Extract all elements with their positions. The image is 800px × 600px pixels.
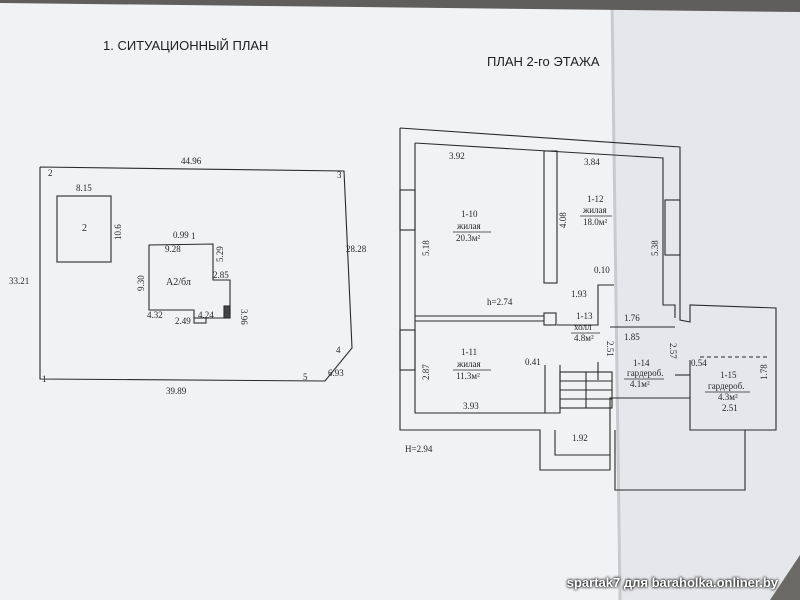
svg-text:гардероб.: гардероб. (708, 381, 744, 391)
page-fold (610, 0, 622, 600)
dim-right: 28.28 (346, 244, 367, 254)
dim-b-bm: 2.49 (175, 316, 191, 326)
dim-b-r1: 5.29 (215, 246, 225, 262)
floor-plan-labels: 3.92 3.84 4.08 5.18 5.38 0.10 1.93 h=2.7… (405, 151, 769, 454)
svg-text:холл: холл (574, 322, 592, 332)
dim-b-left: 9.30 (136, 275, 146, 291)
svg-text:4.8м²: 4.8м² (574, 333, 594, 343)
dim-041: 0.41 (525, 357, 541, 367)
site-plan-title: 1. СИТУАЦИОННЫЙ ПЛАН (103, 38, 268, 53)
dim-393: 3.93 (463, 401, 479, 411)
room-1-12: 1-12 жилая 18.0м² (580, 194, 612, 227)
hall-wall (557, 284, 614, 326)
corner-1: 1 (42, 374, 47, 384)
small-building (56, 195, 112, 263)
dim-010: 0.10 (594, 265, 610, 275)
dim-b-bl: 4.32 (147, 310, 163, 320)
dim-384: 3.84 (584, 157, 600, 167)
dim-chamfer: 6.93 (328, 368, 344, 378)
dim-b-r2: 2.85 (213, 270, 229, 280)
dim-287: 2.87 (421, 364, 431, 380)
porch-hatch (223, 305, 231, 319)
corner-2: 2 (48, 168, 53, 178)
dim-251: 2.51 (605, 341, 615, 357)
floor-plan (399, 127, 777, 491)
dim-408: 4.08 (558, 212, 568, 228)
site-boundary (39, 166, 353, 382)
svg-text:1-14: 1-14 (633, 358, 650, 368)
dim-top: 44.96 (181, 156, 202, 166)
dim-b-r3: 3.96 (239, 309, 249, 325)
dim-b-a: 0.99 (173, 230, 189, 240)
dim-178: 1.78 (759, 364, 769, 380)
room-1-10: 1-10 жилая 20.3м² (453, 209, 491, 243)
dim-251b: 2.51 (722, 403, 738, 413)
svg-text:4.3м²: 4.3м² (718, 392, 738, 402)
site-plan-labels: 2 3 4 5 1 44.96 28.28 33.21 39.89 6.93 8… (9, 156, 367, 396)
svg-text:гардероб.: гардероб. (627, 368, 663, 378)
svg-text:жилая: жилая (582, 205, 607, 215)
dim-b-top: 9.28 (165, 244, 181, 254)
svg-text:18.0м²: 18.0м² (583, 217, 607, 227)
main-building-label: А2/бл (166, 277, 191, 288)
svg-text:1-15: 1-15 (720, 370, 737, 380)
corner-4: 4 (336, 345, 341, 355)
room-1-15: 1-15 гардероб. 4.3м² (705, 370, 750, 402)
svg-text:1-12: 1-12 (587, 194, 604, 204)
entrance-steps (193, 317, 207, 324)
svg-text:жилая: жилая (456, 221, 481, 231)
window-left-top (399, 189, 416, 231)
left-page (0, 0, 620, 600)
room-1-14: 1-14 гардероб. 4.1м² (624, 358, 664, 389)
svg-text:20.3м²: 20.3м² (456, 233, 480, 243)
dim-small-width: 8.15 (76, 183, 92, 193)
room-1-13: 1-13 холл 4.8м² (571, 311, 600, 343)
corner-5: 5 (303, 372, 308, 382)
dim-b-b: 1 (191, 231, 196, 241)
svg-text:11.3м²: 11.3м² (456, 371, 480, 381)
dim-192: 1.92 (572, 433, 588, 443)
window-right (664, 199, 681, 256)
dim-small-height: 10.6 (113, 224, 123, 240)
dim-left: 33.21 (9, 276, 29, 286)
terrace (614, 430, 746, 491)
svg-text:1-13: 1-13 (576, 311, 593, 321)
small-building-label: 2 (82, 223, 87, 234)
dim-176: 1.76 (624, 313, 640, 323)
height-label: Н=2.94 (405, 444, 433, 454)
dim-274: h=2.74 (487, 297, 513, 307)
right-page (612, 0, 800, 600)
dim-185: 1.85 (624, 332, 640, 342)
column (543, 312, 557, 326)
top-background (0, 0, 800, 12)
dim-392: 3.92 (449, 151, 465, 161)
dim-538: 5.38 (650, 240, 660, 256)
dim-193: 1.93 (571, 289, 587, 299)
dim-257: 2.57 (668, 343, 678, 359)
watermark: spartak7 для baraholka.onliner.by (566, 575, 778, 590)
inner-wall-left (414, 143, 545, 414)
svg-text:1-11: 1-11 (461, 347, 477, 357)
dim-bottom: 39.89 (166, 386, 187, 396)
site-plan (39, 166, 353, 382)
dim-054: 0.54 (691, 358, 707, 368)
dim-518: 5.18 (421, 240, 431, 256)
svg-text:жилая: жилая (456, 359, 481, 369)
floor-plan-title: ПЛАН 2-го ЭТАЖА (487, 54, 600, 69)
corner-shadow (770, 555, 800, 600)
inner-wall-top (414, 142, 676, 318)
porch-wall (554, 430, 610, 456)
svg-text:1-10: 1-10 (461, 209, 478, 219)
window-left-bottom (399, 329, 416, 371)
corner-3: 3 (337, 170, 342, 180)
outer-wall (399, 127, 777, 471)
svg-text:4.1м²: 4.1м² (630, 379, 650, 389)
partition-wall (543, 150, 558, 284)
room-1-11: 1-11 жилая 11.3м² (453, 347, 491, 381)
dim-b-br: 4.24 (198, 310, 214, 320)
